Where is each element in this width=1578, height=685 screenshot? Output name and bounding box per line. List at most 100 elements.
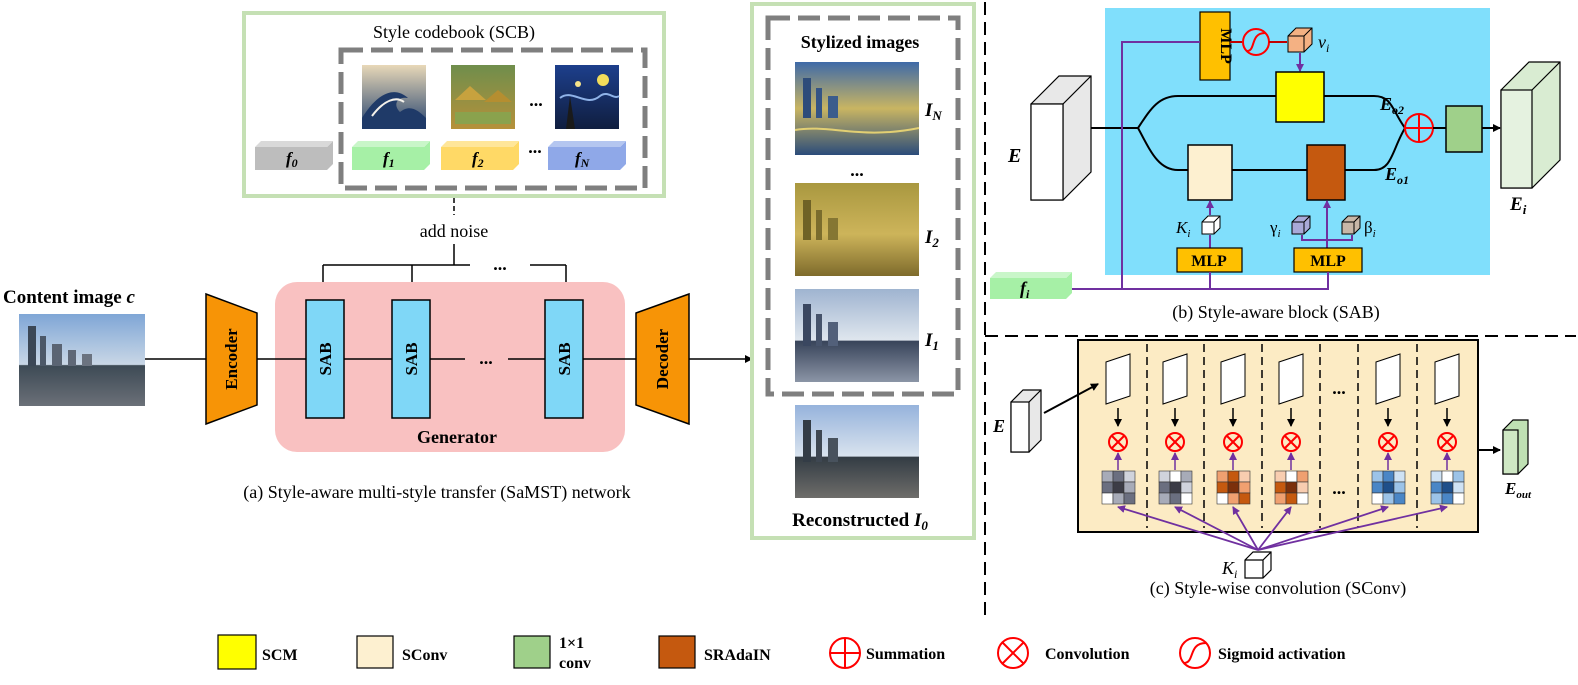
decoder-label: Decoder: [653, 328, 672, 389]
convolution-icon-5: [1437, 432, 1457, 452]
sconv-kernel-2-cell-0-1: [1227, 470, 1240, 483]
lower-branch: [1137, 127, 1188, 171]
lower-branch-out: [1345, 127, 1406, 171]
sconv-ellipsis-bottom: ...: [1332, 478, 1346, 498]
sradain-block: [1306, 144, 1346, 201]
svg-text:f1: f1: [383, 149, 395, 170]
sab-mlp-gb-label: MLP: [1310, 253, 1346, 270]
sconv-kernel-2-cell-1-0: [1216, 481, 1229, 494]
sconv-kernel-4-cell-2-2: [1393, 492, 1406, 505]
label-gamma-i: γi: [1269, 218, 1281, 240]
feature-f-i: fi: [990, 272, 1072, 301]
convolution-icon-stroke-b-4: [1381, 435, 1395, 449]
sconv-kernel-2-cell-0-2: [1238, 470, 1251, 483]
sconv-feature-map-2: [1220, 353, 1246, 405]
sconv-kernel-1-cell-2-1: [1169, 492, 1182, 505]
scm-block: [1275, 71, 1325, 123]
label-E-i: Ei: [1509, 194, 1527, 217]
sconv-kernel-3-cell-2-1: [1285, 492, 1298, 505]
label-v-i: vi: [1318, 32, 1329, 55]
upper-branch-out: [1324, 95, 1406, 129]
convolution-icon-1: [1165, 432, 1185, 452]
sconv-kernel-5-cell-2-2: [1452, 492, 1465, 505]
sconv-kernel-4-cell-2-0: [1371, 492, 1384, 505]
style-image-starry-night: [555, 65, 620, 129]
style-image-wave: [362, 65, 426, 129]
sab-label-2: SAB: [402, 342, 421, 375]
sconv-kernel-2-cell-1-1: [1227, 481, 1240, 494]
sconv-k-line-2: [1232, 506, 1259, 551]
beta-vector-cube: [1341, 215, 1361, 235]
sconv-feature-map-3: [1278, 353, 1304, 405]
label-I-N: IN: [924, 100, 942, 123]
legend-summation-icon: [829, 637, 861, 669]
stylized-image-N: [794, 62, 920, 155]
sconv-kernel-4-cell-1-2: [1393, 481, 1406, 494]
feature-fN: fN: [548, 141, 626, 170]
sab-input-E: [1030, 75, 1092, 201]
sab-mlp-k-label: MLP: [1191, 253, 1227, 270]
sconv-label-K-i: Ki: [1221, 558, 1237, 581]
upper-branch: [1137, 95, 1276, 129]
sconv-input-E: [1010, 389, 1042, 453]
sconv-feature-map-0: [1105, 353, 1131, 405]
noise-ellipsis: ...: [493, 254, 507, 274]
k-vector-cube: [1201, 215, 1221, 235]
legend-swatch-sradain: [658, 635, 696, 669]
sconv-kernel-5-cell-1-1: [1441, 481, 1454, 494]
sab-mlp-top: [1199, 11, 1231, 81]
legend-label-scm: SCM: [262, 647, 298, 664]
sconv-k-line-4: [1257, 505, 1389, 551]
sconv-kernel-5-cell-0-1: [1441, 470, 1454, 483]
sconv-kernel-0-cell-1-1: [1112, 481, 1125, 494]
v-vector-cube: [1287, 27, 1313, 53]
sconv-ellipsis-top: ...: [1332, 378, 1346, 398]
stylized-image-1: [795, 289, 919, 382]
stylized-dashed-frame: [765, 15, 961, 397]
legend-swatch-sconv: [356, 635, 394, 669]
sconv-kernel-0-cell-2-1: [1112, 492, 1125, 505]
scb-title: Style codebook (SCB): [373, 22, 535, 43]
convolution-icon-stroke-b-1: [1168, 435, 1182, 449]
sconv-kernel-2-cell-2-2: [1238, 492, 1251, 505]
sconv-kernel-5-cell-0-2: [1452, 470, 1465, 483]
svg-text:fi: fi: [1020, 278, 1030, 301]
sconv-kernel-0-cell-2-0: [1101, 492, 1114, 505]
caption-c: (c) Style-wise convolution (SConv): [1150, 578, 1406, 599]
sconv-kernel-4-cell-1-0: [1371, 481, 1384, 494]
sab-output-Ei: [1500, 61, 1561, 189]
svg-text:f0: f0: [286, 149, 298, 170]
convolution-icon-stroke-b-3: [1284, 435, 1298, 449]
caption-a: (a) Style-aware multi-style transfer (Sa…: [243, 482, 630, 503]
gamma-vector-cube: [1291, 215, 1311, 235]
scb-ellipsis: ...: [529, 90, 543, 110]
convolution-icon-stroke-b-2: [1226, 435, 1240, 449]
sconv-kernel-5-cell-2-1: [1441, 492, 1454, 505]
label-I-1: I1: [924, 330, 939, 353]
sconv-kernel-3-cell-2-0: [1274, 492, 1287, 505]
decoder-block: [635, 292, 690, 426]
f-routing: [1072, 41, 1200, 290]
sconv-block: [1187, 144, 1233, 201]
svg-text:f2: f2: [472, 149, 484, 170]
sconv-kernel-4-cell-2-1: [1382, 492, 1395, 505]
label-I-2: I2: [924, 227, 939, 250]
convolution-icon-4: [1378, 432, 1398, 452]
sconv-kernel-1-cell-1-0: [1158, 481, 1171, 494]
sconv-k-line-0: [1117, 505, 1259, 551]
legend-label-sconv: SConv: [402, 647, 447, 664]
sconv-output-Eout: [1502, 419, 1529, 475]
svg-text:fN: fN: [575, 149, 591, 170]
convolution-icon-3: [1281, 432, 1301, 452]
sab-mlp-gb: [1293, 247, 1363, 273]
sconv-kernel-3-cell-1-1: [1285, 481, 1298, 494]
scb-dashed-frame: [338, 47, 648, 191]
legend-label-sradain: SRAdaIN: [704, 647, 771, 664]
legend-label-sigmoid: Sigmoid activation: [1218, 646, 1346, 663]
sconv-kernel-2-cell-2-0: [1216, 492, 1229, 505]
reconstructed-label: Reconstructed I0: [792, 510, 928, 533]
sconv-e-to-first: [1043, 383, 1099, 414]
label-E-o1: Eo1: [1384, 164, 1409, 187]
label-E-out: Eout: [1504, 479, 1532, 501]
sconv-kernel-0-cell-2-2: [1123, 492, 1136, 505]
